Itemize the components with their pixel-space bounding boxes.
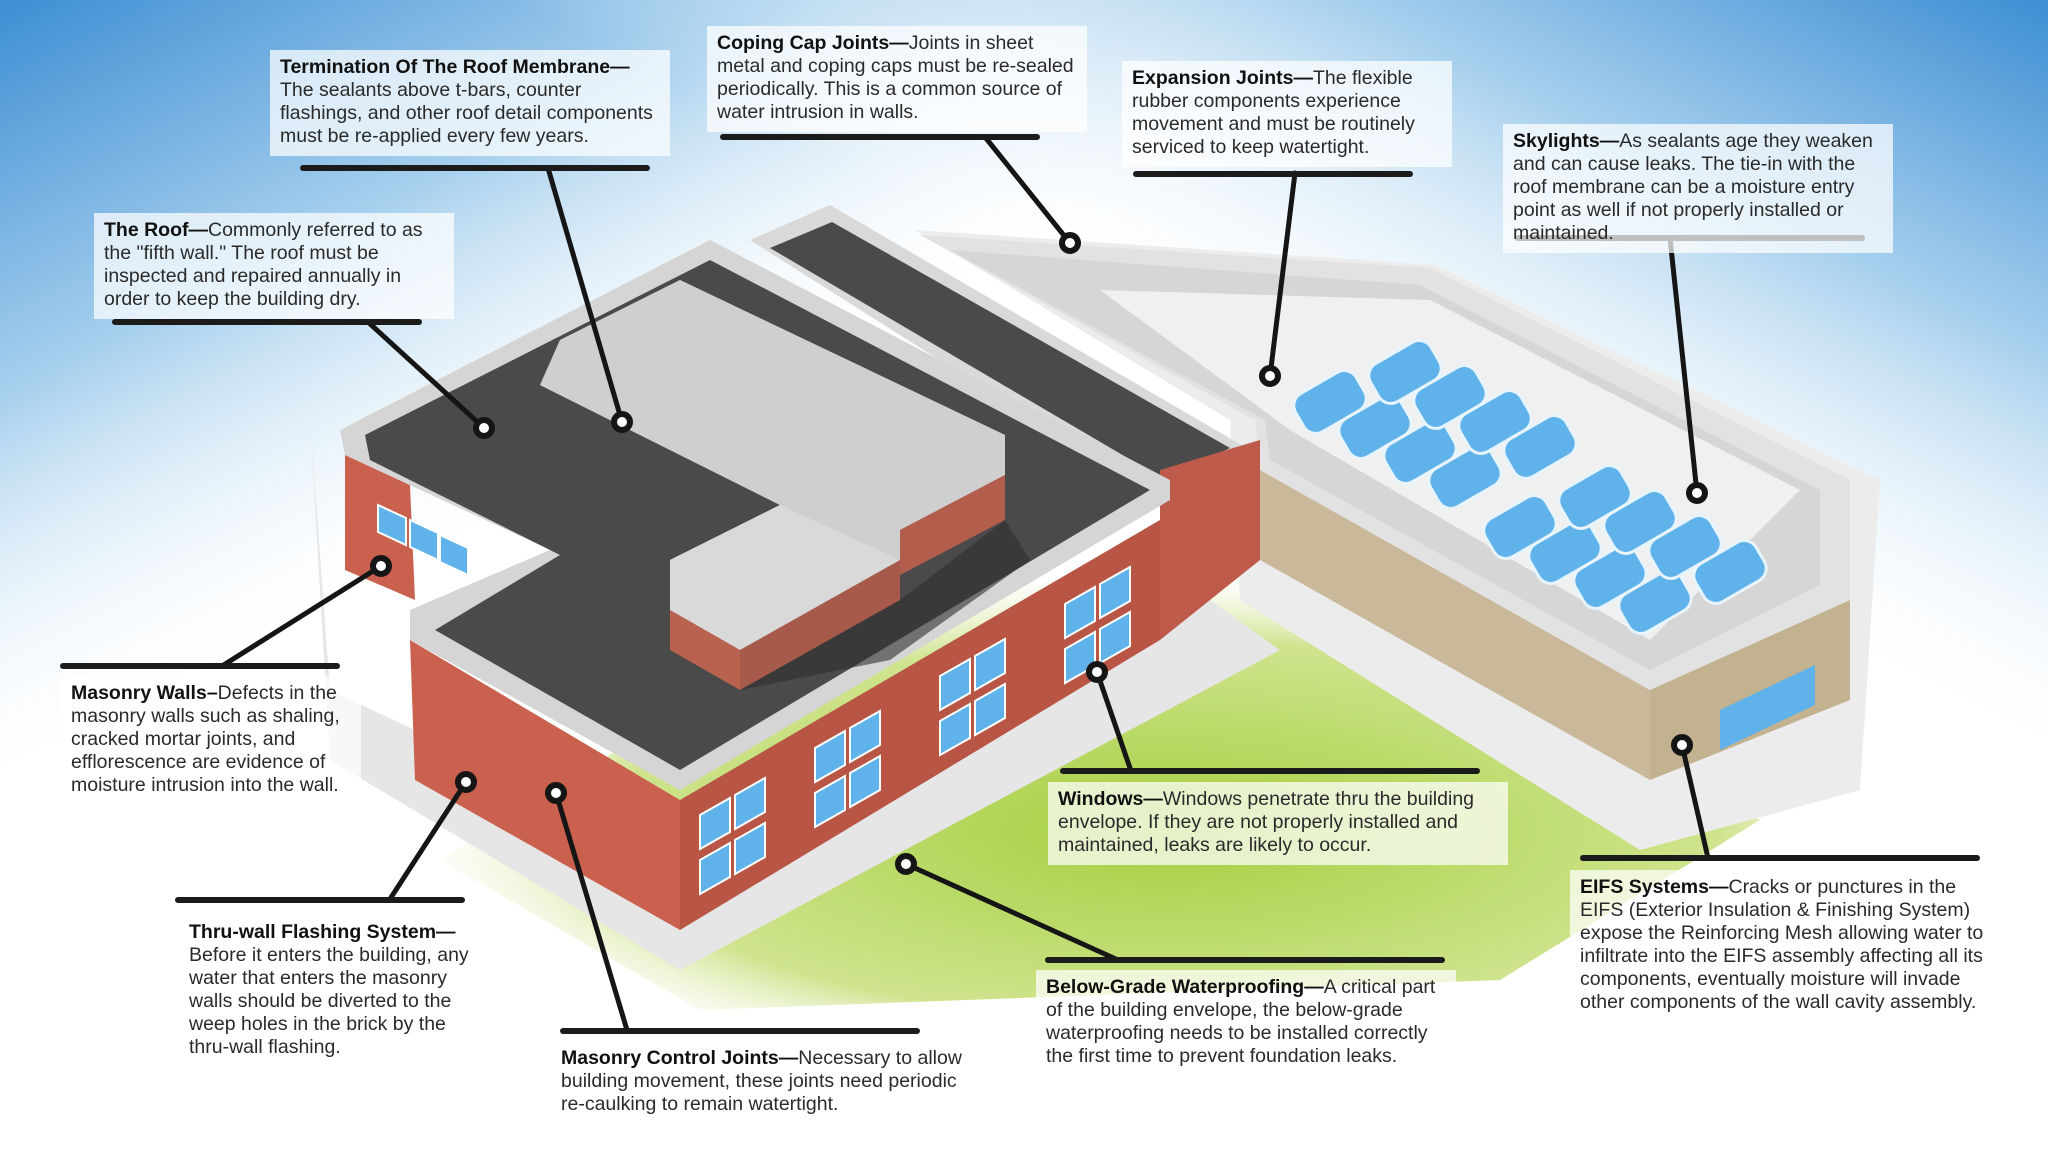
main-building <box>340 240 1260 930</box>
marker-eifs <box>1671 734 1693 756</box>
callout-coping-body: Joints in sheet metal and coping caps mu… <box>717 32 1074 123</box>
rear-roof <box>750 205 1250 500</box>
termination-bar <box>300 165 650 171</box>
callout-control-joints-title: Masonry Control Joints— <box>561 1047 799 1069</box>
windows-bar <box>1060 768 1480 774</box>
expansion-bar <box>1133 171 1413 177</box>
callout-thruwall-body: Before it enters the building, any water… <box>189 944 469 1058</box>
callout-skylights-title: Skylights— <box>1513 130 1620 152</box>
control-joints-bar <box>560 1028 920 1034</box>
marker-roof <box>473 417 495 439</box>
leader-lines <box>219 134 1711 1033</box>
callout-masonry-walls: Masonry Walls–Defects in the masonry wal… <box>61 676 361 805</box>
callout-coping: Coping Cap Joints—Joints in sheet metal … <box>707 26 1087 132</box>
callout-below-grade-body: A critical part of the building envelope… <box>1046 976 1436 1067</box>
callout-termination: Termination Of The Roof Membrane—The sea… <box>270 50 670 156</box>
callout-masonry-walls-body: Defects in the masonry walls such as sha… <box>71 682 340 796</box>
callout-roof-body: Commonly referred to as the "fifth wall.… <box>104 219 423 310</box>
marker-thruwall <box>455 771 477 793</box>
callout-control-joints: Masonry Control Joints—Necessary to allo… <box>551 1041 981 1124</box>
marker-expansion <box>1259 365 1281 387</box>
marker-masonry-walls <box>370 555 392 577</box>
callout-windows-title: Windows— <box>1058 788 1163 810</box>
marker-coping <box>1059 232 1081 254</box>
below-grade-bar <box>1045 957 1445 963</box>
callout-coping-title: Coping Cap Joints— <box>717 32 909 54</box>
callout-termination-body: The sealants above t-bars, counter flash… <box>280 79 653 147</box>
marker-below-grade <box>895 853 917 875</box>
masonry-walls-bar <box>60 663 340 669</box>
callout-windows: Windows—Windows penetrate thru the build… <box>1048 782 1508 865</box>
callout-eifs-body: Cracks or punctures in the EIFS (Exterio… <box>1580 876 1984 1013</box>
callout-thruwall-title: Thru-wall Flashing System— <box>189 921 456 943</box>
marker-windows <box>1086 661 1108 683</box>
callout-masonry-walls-title: Masonry Walls– <box>71 682 218 704</box>
callout-below-grade-title: Below-Grade Waterproofing— <box>1046 976 1324 998</box>
callout-skylights-body: As sealants age they weaken and can caus… <box>1513 130 1873 244</box>
marker-control-joints <box>545 782 567 804</box>
coping-bar <box>720 134 1040 140</box>
callout-expansion-title: Expansion Joints— <box>1132 67 1313 89</box>
skylight-group <box>1292 339 1768 635</box>
callout-eifs: EIFS Systems—Cracks or punctures in the … <box>1570 870 2000 1022</box>
eifs-bar <box>1580 855 1980 861</box>
roof-bar <box>112 319 422 325</box>
callout-termination-title: Termination Of The Roof Membrane— <box>280 56 630 78</box>
callout-eifs-title: EIFS Systems— <box>1580 876 1729 898</box>
marker-termination <box>611 411 633 433</box>
callout-below-grade: Below-Grade Waterproofing—A critical par… <box>1036 970 1456 1076</box>
callout-expansion: Expansion Joints—The flexible rubber com… <box>1122 61 1452 167</box>
callout-control-joints-body: Necessary to allow building movement, th… <box>561 1047 962 1115</box>
callout-roof-title: The Roof— <box>104 219 208 241</box>
callout-thruwall: Thru-wall Flashing System—Before it ente… <box>179 915 499 1067</box>
callout-roof: The Roof—Commonly referred to as the "fi… <box>94 213 454 319</box>
callout-skylights: Skylights—As sealants age they weaken an… <box>1503 124 1893 253</box>
callout-windows-body: Windows penetrate thru the building enve… <box>1058 788 1475 856</box>
thruwall-bar <box>175 897 465 903</box>
marker-skylights <box>1686 482 1708 504</box>
callout-expansion-body: The flexible rubber components experienc… <box>1132 67 1415 158</box>
